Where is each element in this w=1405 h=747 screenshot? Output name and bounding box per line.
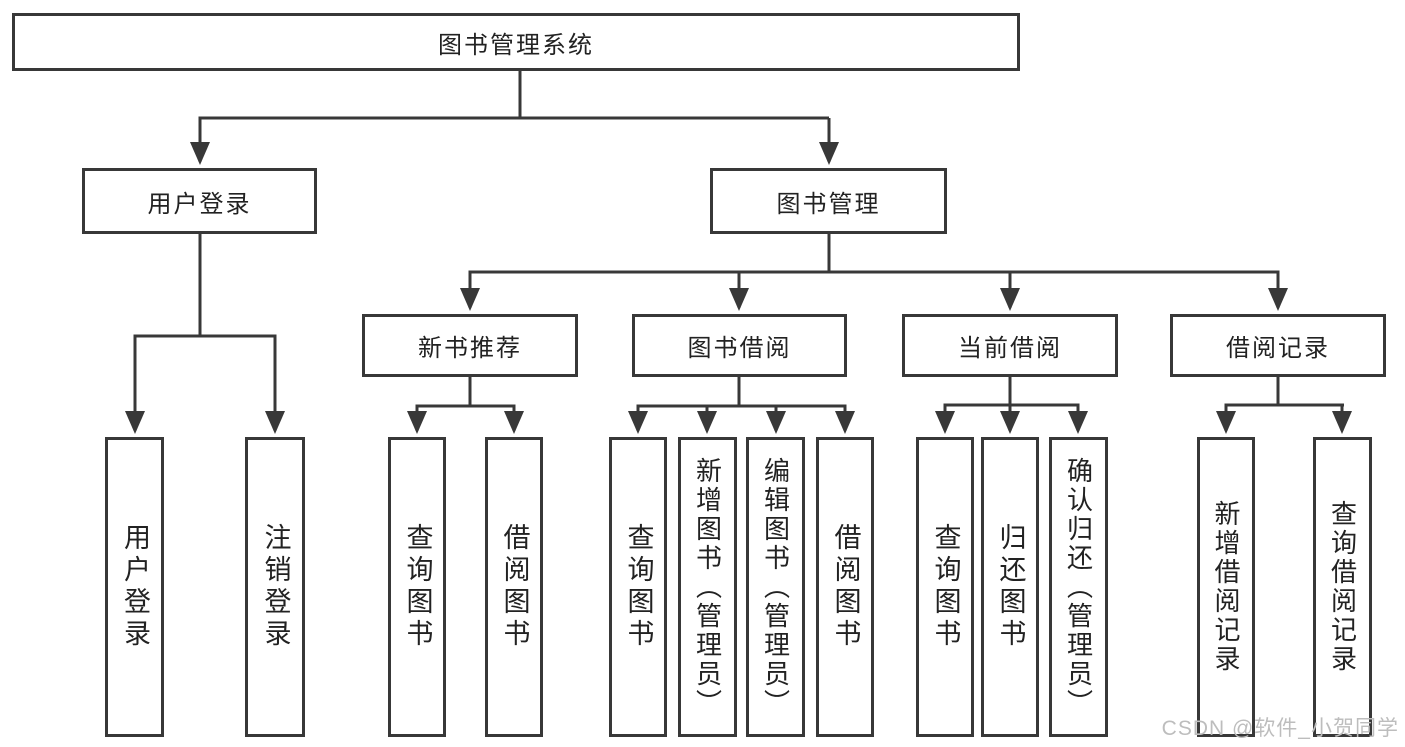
leaf-borrow-borrow-books: 借阅图书	[816, 437, 874, 737]
leaf-label: 新增图书（管理员）	[692, 456, 723, 718]
edges-current	[935, 377, 1088, 434]
node-current-borrowing: 当前借阅	[902, 314, 1118, 377]
leaf-label: 查询图书	[402, 523, 433, 651]
leaf-newbook-borrow-books: 借阅图书	[485, 437, 543, 737]
leaf-label: 借阅图书	[830, 523, 861, 651]
leaf-label: 注销登录	[260, 523, 291, 651]
edges-book-mgmt	[460, 234, 1288, 311]
node-book-borrowing: 图书借阅	[632, 314, 847, 377]
leaf-borrow-edit-books-admin: 编辑图书（管理员）	[746, 437, 805, 737]
leaf-current-confirm-return-admin: 确认归还（管理员）	[1049, 437, 1108, 737]
edges-borrow	[628, 377, 855, 434]
node-new-book-recommend: 新书推荐	[362, 314, 578, 377]
node-borrowing-records: 借阅记录	[1170, 314, 1386, 377]
node-user-login: 用户登录	[82, 168, 317, 234]
edges-records	[1216, 377, 1352, 434]
leaf-current-query-books: 查询图书	[916, 437, 974, 737]
leaf-user-login: 用户登录	[105, 437, 164, 737]
edges-newbook	[407, 377, 524, 434]
leaf-label: 查询图书	[623, 523, 654, 651]
leaf-records-query-record: 查询借阅记录	[1313, 437, 1372, 737]
leaf-current-return-books: 归还图书	[981, 437, 1039, 737]
leaf-label: 新增借阅记录	[1211, 500, 1241, 674]
leaf-label: 确认归还（管理员）	[1063, 456, 1094, 718]
leaf-label: 归还图书	[995, 523, 1026, 651]
leaf-borrow-query-books: 查询图书	[609, 437, 667, 737]
edges-user-login	[125, 234, 285, 434]
leaf-borrow-add-books-admin: 新增图书（管理员）	[678, 437, 737, 737]
leaf-label: 查询图书	[930, 523, 961, 651]
node-book-management: 图书管理	[710, 168, 947, 234]
leaf-label: 查询借阅记录	[1327, 500, 1358, 674]
leaf-label: 用户登录	[120, 523, 150, 651]
leaf-records-add-record: 新增借阅记录	[1197, 437, 1255, 737]
leaf-newbook-query-books: 查询图书	[388, 437, 446, 737]
csdn-watermark: CSDN @软件_小贺同学	[1161, 717, 1399, 740]
edges-root	[190, 70, 839, 165]
leaf-label: 借阅图书	[499, 523, 530, 651]
leaf-label: 编辑图书（管理员）	[760, 456, 791, 718]
node-library-system: 图书管理系统	[12, 13, 1020, 71]
leaf-logout: 注销登录	[245, 437, 305, 737]
